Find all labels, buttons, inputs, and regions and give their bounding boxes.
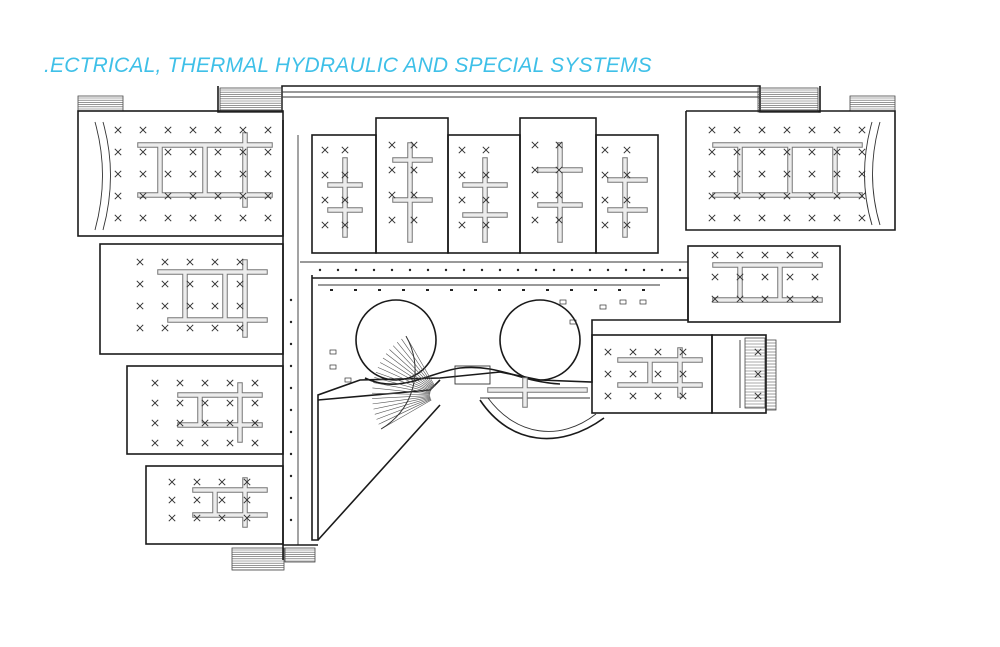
roof-canopy: [217, 85, 821, 113]
room-east-2: [591, 334, 767, 414]
hvac-ducts: [137, 132, 863, 528]
room-northeast: [685, 110, 896, 231]
room-west-2: [126, 365, 284, 455]
central-hall: [311, 275, 689, 541]
stairs: [77, 87, 896, 571]
fixtures: [289, 268, 682, 522]
room-northwest: [77, 110, 284, 237]
hvac-diffusers: [114, 126, 866, 522]
drawing-title: .ECTRICAL, THERMAL HYDRAULIC AND SPECIAL…: [44, 54, 652, 77]
rooms-north: [300, 117, 688, 263]
spiral-stair: [372, 335, 436, 430]
corridor-west: [282, 120, 318, 560]
